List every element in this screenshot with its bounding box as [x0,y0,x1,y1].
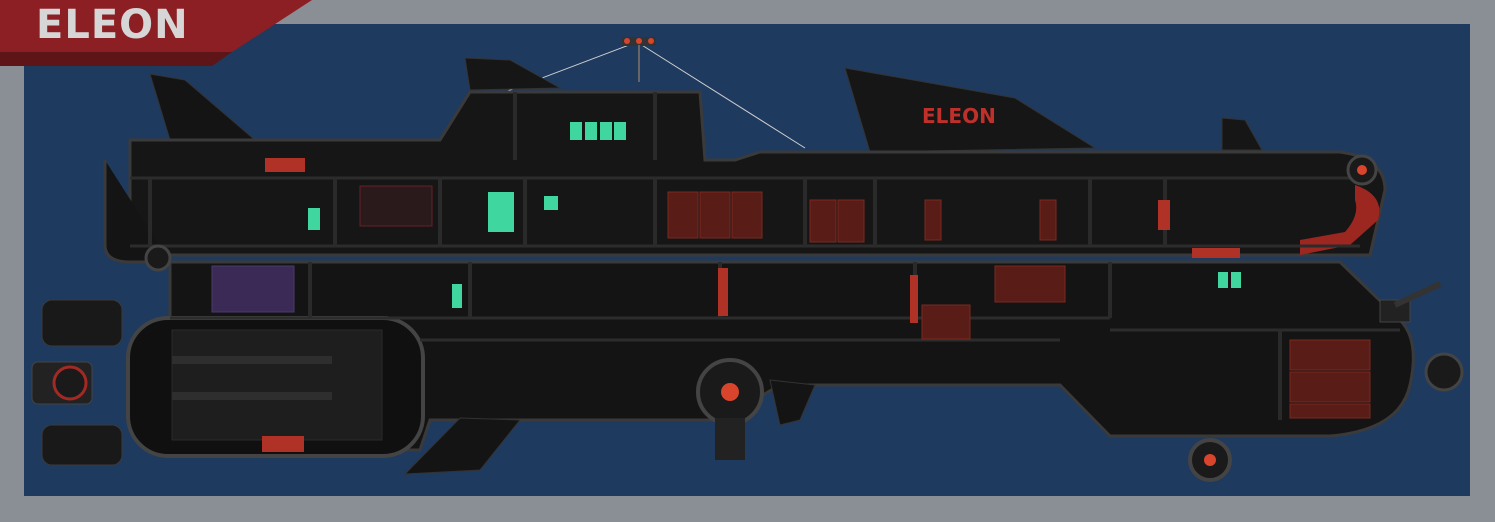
hull-label: ELEON [922,104,996,128]
engine-room-interior [171,329,383,441]
ballast-wheel [696,358,764,460]
propeller [31,299,123,466]
docking-wheel [144,154,1464,482]
ship-name: ELEON [36,2,189,48]
main-hull [103,160,1415,452]
dorsal-fin-mid [464,57,562,91]
terminal-screens [308,122,1241,308]
ventral-fin [403,417,522,475]
front-fin [1221,117,1263,151]
hatches [265,158,1240,323]
front-turret [1379,281,1442,323]
reactor-room [211,265,295,313]
rear-dorsal-fin [149,73,257,141]
ship-name-banner [0,0,312,66]
medbay [359,185,433,227]
main-dorsal-fin [844,67,1097,153]
ventral-fin-mid [769,379,816,426]
cargo-crates [667,191,1371,419]
bow-nose [1300,185,1380,255]
